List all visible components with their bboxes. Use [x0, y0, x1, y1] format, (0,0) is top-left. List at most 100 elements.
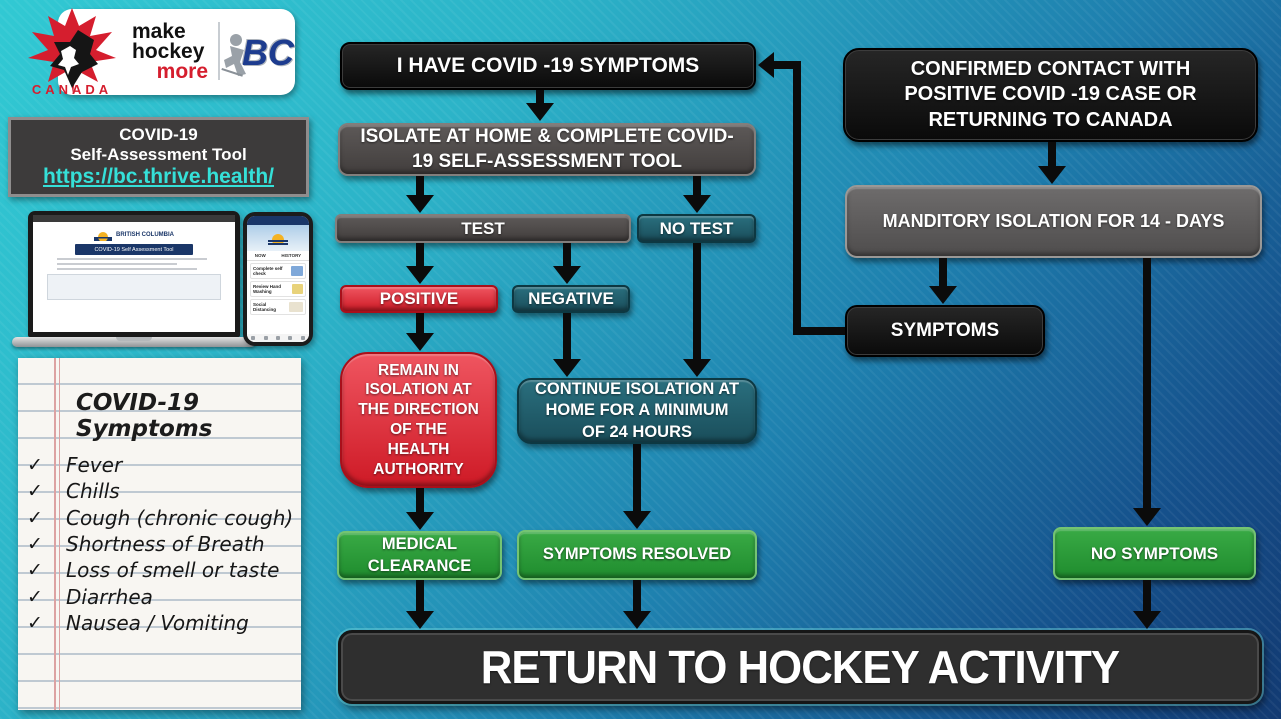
phone-card-thumb: [289, 302, 303, 312]
symptom-row: ✓ Shortness of Breath: [18, 531, 301, 557]
symptom-label: Chills: [66, 479, 120, 504]
tool-title-line1: COVID-19: [119, 125, 198, 144]
flow-node-negative: NEGATIVE: [512, 285, 630, 313]
symptom-row: ✓ Nausea / Vomiting: [18, 610, 301, 636]
check-icon: ✓: [27, 559, 43, 582]
phone-nav-bar: [247, 334, 309, 342]
symptom-label: Loss of smell or taste: [66, 558, 280, 583]
arrow-continue-to-resolved: [633, 444, 641, 512]
feedback-segment-vertical: [793, 61, 801, 335]
return-activity-label: RETURN TO HOCKEY ACTIVITY: [480, 640, 1120, 693]
check-icon: ✓: [27, 611, 43, 634]
laptop-text-line: [57, 258, 207, 260]
phone-card-label: Social Distancing: [253, 302, 277, 312]
canada-wordmark: CANADA: [31, 82, 113, 97]
check-icon: ✓: [27, 585, 43, 608]
phone-tab-now[interactable]: NOW: [254, 253, 266, 258]
arrow-isolate-to-test: [416, 176, 424, 196]
laptop-text-line: [57, 263, 177, 265]
laptop-screen: BRITISH COLUMBIA COVID-19 Self Assessmen…: [33, 215, 235, 332]
feedback-segment-horizontal: [797, 327, 845, 335]
phone-card[interactable]: Complete self check: [250, 263, 306, 279]
bc-hockey-logo: BC: [221, 30, 294, 78]
laptop-mockup: BRITISH COLUMBIA COVID-19 Self Assessmen…: [28, 211, 240, 337]
symptom-row: ✓ Loss of smell or taste: [18, 557, 301, 583]
bc-logo-text: BC: [242, 32, 294, 73]
phone-card-label: Complete self check: [253, 266, 283, 276]
flow-node-have-symptoms: I HAVE COVID -19 SYMPTOMS: [340, 42, 756, 90]
laptop-browser-bar: [33, 215, 235, 222]
laptop-base: [12, 337, 256, 347]
check-icon: ✓: [27, 506, 43, 529]
phone-card-thumb: [291, 284, 303, 294]
flow-node-continue-isolation: CONTINUE ISOLATION AT HOME FOR A MINIMUM…: [517, 378, 757, 444]
symptom-row: ✓ Fever: [18, 452, 301, 478]
arrow-no-test-to-continue: [693, 243, 701, 360]
symptom-label: Shortness of Breath: [66, 532, 265, 557]
flow-node-symptoms-resolved: SYMPTOMS RESOLVED: [517, 530, 757, 580]
symptom-label: Diarrhea: [66, 584, 153, 609]
arrow-negative-to-continue: [563, 313, 571, 360]
laptop-brand-text: BRITISH COLUMBIA: [116, 232, 174, 238]
logo-divider: [218, 22, 220, 80]
arrow-isolate-to-no-test: [693, 176, 701, 196]
flow-node-no-symptoms: NO SYMPTOMS: [1053, 527, 1256, 580]
symptom-label: Fever: [66, 453, 123, 478]
arrow-remain-to-medical: [416, 488, 424, 513]
flow-node-return-activity: RETURN TO HOCKEY ACTIVITY: [338, 630, 1262, 704]
symptom-label: Nausea / Vomiting: [66, 610, 249, 635]
laptop-panel: [47, 274, 221, 300]
flow-node-mandatory-isolation: MANDITORY ISOLATION FOR 14 - DAYS: [845, 185, 1262, 258]
arrow-confirmed-to-mandatory: [1048, 142, 1056, 167]
symptoms-notepad: COVID-19 Symptoms ✓ Fever ✓ Chills ✓ Cough …: [18, 358, 301, 710]
symptom-row: ✓ Chills: [18, 478, 301, 504]
phone-tabs: NOW HISTORY: [247, 251, 309, 261]
notepad-list: ✓ Fever ✓ Chills ✓ Cough (chronic cough) ✓ S…: [18, 452, 301, 636]
arrow-positive-to-remain: [416, 313, 424, 334]
check-icon: ✓: [27, 480, 43, 503]
arrow-mandatory-to-no-symptoms: [1143, 258, 1151, 509]
bc-gov-logo-icon: BRITISH COLUMBIA: [79, 229, 189, 241]
phone-card[interactable]: Social Distancing: [250, 299, 306, 315]
make-hockey-more-wordmark: make hockey more: [132, 20, 208, 82]
flow-node-test: TEST: [335, 214, 631, 243]
symptom-row: ✓ Cough (chronic cough): [18, 505, 301, 531]
check-icon: ✓: [27, 533, 43, 556]
phone-header-sky: [247, 225, 309, 251]
flow-node-confirmed-contact: CONFIRMED CONTACT WITH POSITIVE COVID -1…: [843, 48, 1258, 142]
phone-status-bar: [247, 216, 309, 225]
flow-node-remain-isolation: REMAIN IN ISOLATION AT THE DIRECTION OF …: [340, 352, 497, 488]
flow-node-symptoms: SYMPTOMS: [845, 305, 1045, 357]
symptom-row: ✓ Diarrhea: [18, 583, 301, 609]
flow-node-medical-clearance: MEDICAL CLEARANCE: [337, 531, 502, 580]
feedback-arrow-into-have-symptoms: [773, 61, 801, 69]
phone-card-thumb: [290, 266, 303, 276]
phone-screen: NOW HISTORY Complete self check Review H…: [247, 216, 309, 342]
laptop-banner: COVID-19 Self Assessment Tool: [75, 244, 193, 255]
arrow-medical-to-return: [416, 580, 424, 612]
flow-node-positive: POSITIVE: [340, 285, 498, 313]
notepad-title: COVID-19 Symptoms: [76, 390, 213, 442]
phone-card[interactable]: Review Hand Washing: [250, 281, 306, 297]
arrow-symptoms-to-isolate: [536, 90, 544, 104]
arrow-test-to-negative: [563, 243, 571, 267]
arrow-no-symptoms-to-return: [1143, 580, 1151, 612]
arrow-resolved-to-return: [633, 580, 641, 612]
hockey-line: hockey: [132, 39, 205, 63]
flow-node-isolate: ISOLATE AT HOME & COMPLETE COVID-19 SELF…: [338, 123, 756, 176]
thrive-health-link[interactable]: https://bc.thrive.health/: [42, 165, 275, 188]
phone-card-label: Review Hand Washing: [253, 284, 282, 294]
arrow-test-to-positive: [416, 243, 424, 267]
flow-node-no-test: NO TEST: [637, 214, 756, 243]
hockey-canada-logo-icon: [20, 6, 124, 102]
make-line: make: [132, 20, 186, 43]
phone-tab-history[interactable]: HISTORY: [281, 253, 302, 258]
bc-gov-logo-icon: [268, 234, 288, 245]
phone-mockup: NOW HISTORY Complete self check Review H…: [243, 212, 313, 346]
tool-title-line2: Self-Assessment Tool: [70, 145, 247, 164]
symptom-label: Cough (chronic cough): [66, 505, 294, 530]
arrow-mandatory-to-symptoms: [939, 258, 947, 287]
check-icon: ✓: [27, 454, 43, 477]
self-assessment-tool-box: COVID-19 Self-Assessment Tool https://bc…: [8, 117, 309, 197]
